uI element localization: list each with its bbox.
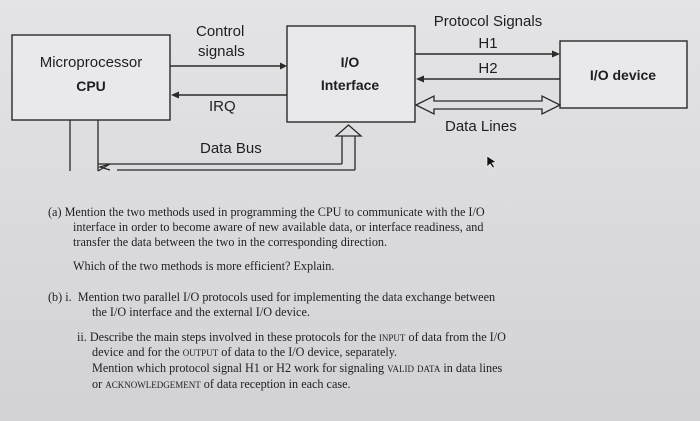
question-a-line-2: interface in order to become aware of ne… — [73, 220, 484, 234]
cpu-sub-label: CPU — [76, 78, 106, 94]
cpu-box — [11, 34, 171, 121]
question-b-ii-line-2: device and for the output of data to the… — [92, 345, 398, 359]
data-lines-arrow — [414, 94, 562, 116]
protocol-signals-label: Protocol Signals — [434, 13, 542, 30]
io-interface-label-2: Interface — [321, 77, 380, 93]
data-bus-label: Data Bus — [200, 140, 262, 157]
irq-label: IRQ — [209, 98, 236, 115]
control-signals-label-2: signals — [198, 43, 245, 60]
mouse-cursor-icon — [486, 155, 497, 169]
question-b-ii-line-3: Mention which protocol signal H1 or H2 w… — [92, 361, 503, 375]
io-device-box — [559, 40, 688, 109]
cpu-label: Microprocessor — [40, 54, 143, 71]
io-interface-box — [286, 25, 416, 123]
h1-label: H1 — [478, 35, 497, 52]
io-interface-label: I/O — [341, 54, 360, 70]
question-a-line-3: transfer the data between the two in the… — [73, 235, 388, 249]
io-device-label: I/O device — [590, 67, 656, 83]
question-a-line-1: (a) Mention the two methods used in prog… — [48, 205, 485, 219]
question-b-ii-line-4: or acknowledgement of data reception in … — [92, 377, 351, 391]
data-lines-label: Data Lines — [445, 118, 517, 135]
question-b-ii-line-1: ii. Describe the main steps involved in … — [77, 330, 506, 344]
question-a-line-4: Which of the two methods is more efficie… — [73, 259, 335, 273]
data-bus-arrow — [69, 120, 363, 172]
question-b-i-line-2: the I/O interface and the external I/O d… — [92, 305, 310, 319]
control-signals-label: Control — [196, 23, 244, 40]
h2-label: H2 — [478, 60, 497, 77]
question-b-i-line-1: (b) i. Mention two parallel I/O protocol… — [48, 290, 496, 304]
io-block-diagram: Microprocessor CPU Control signals I/O I… — [11, 13, 688, 172]
